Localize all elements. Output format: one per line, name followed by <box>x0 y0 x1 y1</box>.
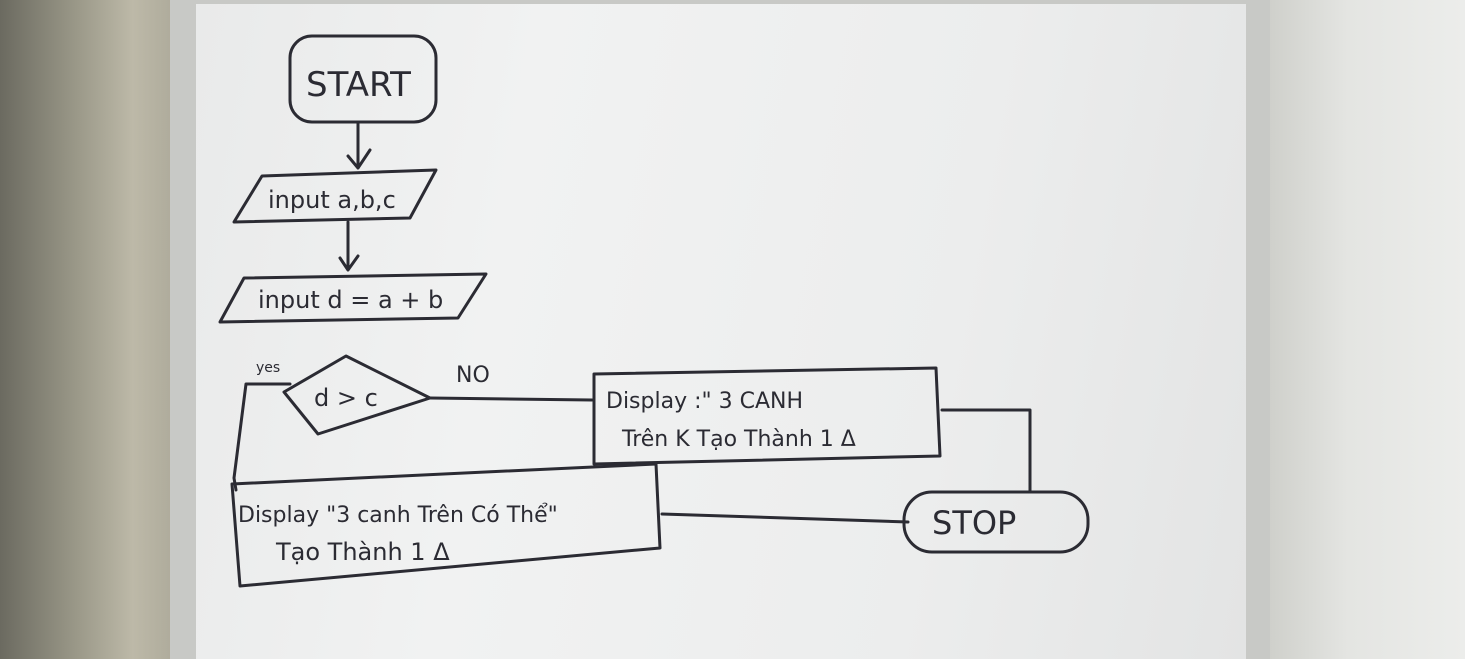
yes-branch-text-line1: Display "3 canh Trên Có Thể" <box>238 503 558 528</box>
yes-label: yes <box>256 360 280 376</box>
no-branch-line <box>428 396 594 402</box>
stop-label: STOP <box>932 504 1016 542</box>
stop-terminal <box>902 490 1090 554</box>
yes-box-to-stop-line <box>660 512 910 524</box>
yes-branch-display-box <box>230 462 662 588</box>
no-branch-text-line1: Display :" 3 CANH <box>606 389 803 414</box>
no-branch-text-line2: Trên K Tạo Thành 1 Δ <box>621 427 856 452</box>
input2-label: input d = a + b <box>258 286 443 314</box>
yes-branch-line <box>232 382 292 492</box>
decision-diamond <box>282 354 432 436</box>
start-label: START <box>306 65 411 105</box>
decision-label: d > c <box>314 384 378 412</box>
yes-branch-text-line2: Tạo Thành 1 Δ <box>275 538 450 566</box>
input1-label: input a,b,c <box>268 186 396 214</box>
no-branch-display-box <box>592 366 942 466</box>
no-box-to-stop-line <box>940 408 1032 494</box>
input-parallelogram-1 <box>232 168 438 224</box>
arrow-input-to-input <box>338 220 360 272</box>
wall-background <box>1270 0 1465 659</box>
start-terminal <box>288 34 438 124</box>
arrow-start-to-input <box>346 120 372 170</box>
window-grille-background <box>0 0 190 659</box>
input-parallelogram-2 <box>218 272 488 324</box>
no-label: NO <box>456 363 490 388</box>
